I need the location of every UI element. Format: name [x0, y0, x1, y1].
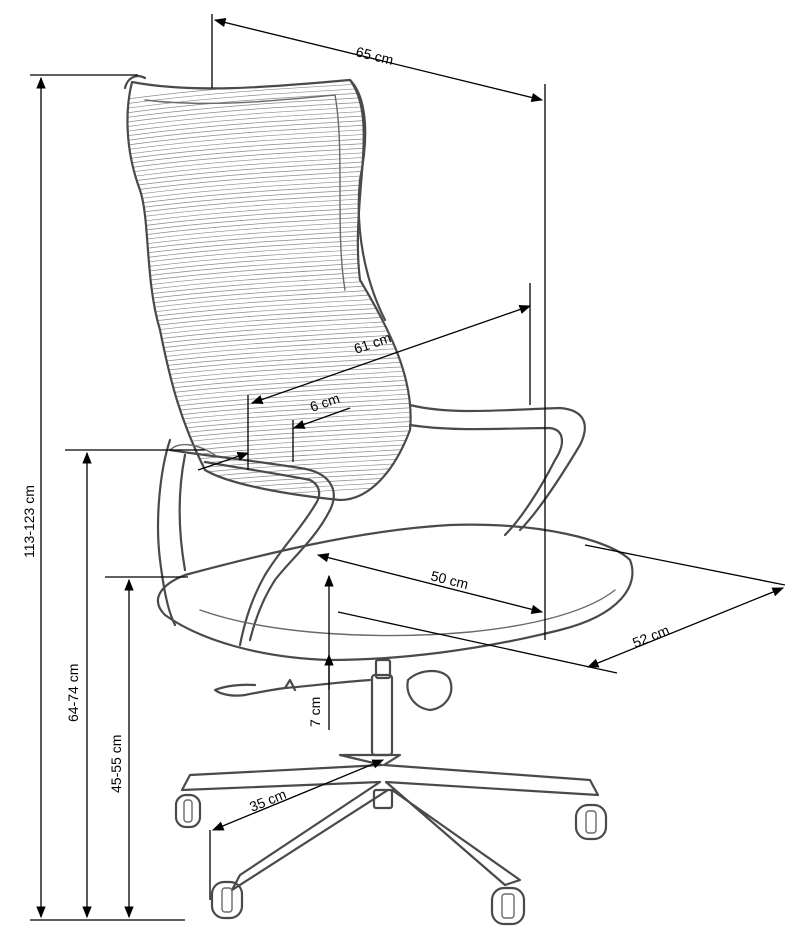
- tilt-knob: [406, 669, 453, 712]
- mesh-line: [127, 94, 411, 119]
- label-armrest-width: 6 cm: [308, 390, 342, 415]
- mesh-line: [127, 204, 411, 230]
- label-seat-width: 52 cm: [630, 622, 671, 651]
- dimension-line-52: [586, 587, 785, 668]
- seat-cushion-line: [199, 589, 616, 637]
- backrest-support: [156, 438, 187, 627]
- dimension-line-35: [211, 759, 385, 831]
- mesh-line: [127, 250, 411, 276]
- base-star: [180, 753, 600, 892]
- dimension-line-6a: [197, 451, 250, 471]
- mesh-line: [127, 103, 411, 128]
- caster-right: [574, 803, 608, 841]
- mesh-line: [127, 245, 411, 271]
- label-seat-adjust: 7 cm: [307, 697, 323, 727]
- mesh-line: [127, 190, 411, 216]
- mesh-line: [127, 140, 411, 165]
- dimension-lines: [30, 14, 786, 921]
- mesh-line: [127, 84, 411, 110]
- label-armrest-height: 64-74 cm: [65, 664, 81, 722]
- mesh-line: [127, 218, 411, 243]
- mesh-line: [127, 213, 411, 239]
- mesh-line: [127, 167, 411, 193]
- mesh-line: [127, 222, 411, 248]
- mesh-line: [127, 149, 411, 174]
- mesh-line: [127, 241, 411, 266]
- mesh-line: [127, 209, 411, 234]
- mesh-line: [127, 186, 411, 211]
- armrest-left: [168, 448, 335, 647]
- label-width-top: 65 cm: [354, 43, 395, 68]
- gas-lift-cylinder: [370, 673, 394, 757]
- dimension-line-50: [316, 553, 544, 614]
- backrest-mesh: [127, 80, 411, 500]
- dimension-labels: 65 cm 61 cm 6 cm 50 cm 52 cm 7 cm 35 cm …: [21, 43, 671, 814]
- mesh-line: [127, 135, 411, 161]
- label-base-radius: 35 cm: [247, 786, 288, 815]
- label-armrest-depth: 61 cm: [352, 329, 393, 357]
- mesh-line: [127, 195, 411, 220]
- dimension-line-61: [250, 305, 532, 404]
- mesh-line: [127, 107, 411, 133]
- mesh-line: [127, 130, 411, 156]
- mesh-line: [127, 268, 411, 294]
- mesh-line: [127, 121, 411, 147]
- mesh-line: [127, 236, 411, 262]
- chair-illustration: [123, 75, 634, 926]
- mesh-line: [127, 144, 411, 170]
- mesh-line: [127, 232, 411, 257]
- mesh-line: [127, 117, 411, 142]
- mesh-line: [127, 199, 411, 225]
- caster-left-back: [174, 793, 202, 829]
- mesh-line: [127, 227, 411, 253]
- mesh-line: [127, 172, 411, 197]
- gas-lift-collar: [374, 658, 392, 680]
- dimension-line-65: [213, 17, 544, 103]
- mesh-line: [127, 475, 411, 500]
- armrest-right: [408, 403, 586, 537]
- mesh-line: [127, 153, 411, 179]
- label-seat-height: 45-55 cm: [108, 735, 124, 793]
- extension-52-top: [584, 544, 786, 586]
- height-lever: [213, 678, 372, 697]
- caster-front-right: [490, 886, 526, 926]
- mesh-line: [127, 181, 411, 207]
- mesh-line: [127, 158, 411, 184]
- mesh-line: [127, 163, 411, 188]
- backrest-outline: [126, 78, 412, 502]
- label-total-height: 113-123 cm: [21, 485, 37, 558]
- mesh-line: [127, 176, 411, 202]
- mesh-line: [127, 255, 411, 280]
- extension-52-bottom: [337, 611, 618, 674]
- mesh-line: [127, 80, 411, 101]
- caster-front-left: [210, 880, 244, 920]
- dimension-line-6b: [292, 407, 351, 429]
- mesh-line: [127, 259, 411, 285]
- armrest-left-pad: [169, 443, 216, 456]
- mesh-line: [127, 264, 411, 289]
- mesh-line: [127, 126, 411, 151]
- seat-outline: [156, 523, 634, 662]
- mesh-line: [127, 112, 411, 138]
